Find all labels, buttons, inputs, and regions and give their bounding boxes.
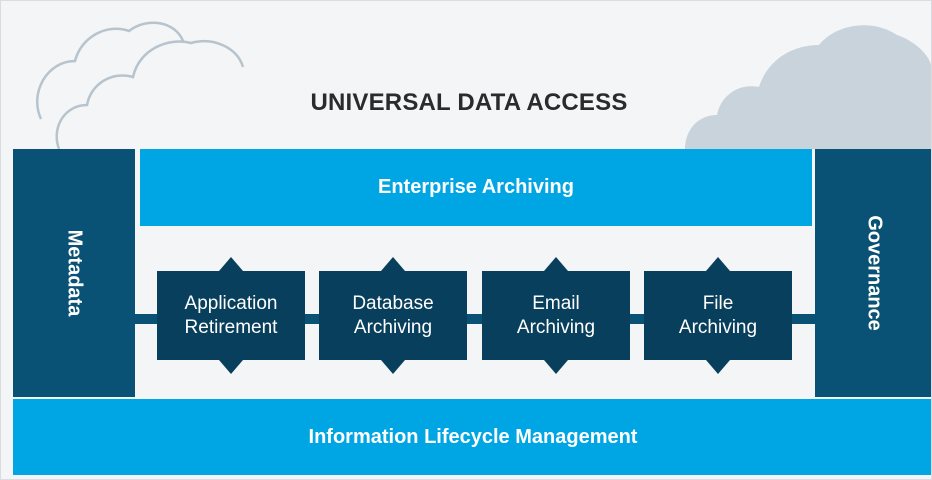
diagram-title: UNIVERSAL DATA ACCESS <box>310 89 628 116</box>
module-email-archiving: Email Archiving <box>482 257 630 374</box>
module-database-archiving: Database Archiving <box>319 257 467 374</box>
metadata-label: Metadata <box>63 229 86 317</box>
outline-cloud-icon <box>55 40 245 150</box>
outline-cloud-icon <box>35 21 185 120</box>
module-label-line2: Archiving <box>353 317 433 338</box>
module-label-line1: Database <box>352 293 434 314</box>
module-label-line2: Archiving <box>516 317 596 338</box>
cloud-decoration <box>35 21 931 150</box>
ilm-band: Information Lifecycle Management <box>13 399 931 475</box>
metadata-bar: Metadata <box>13 149 135 397</box>
filled-cloud-icon <box>685 25 931 150</box>
enterprise-archiving-label: Enterprise Archiving <box>378 176 574 198</box>
connector-line <box>135 314 817 324</box>
governance-bar: Governance <box>815 149 931 397</box>
module-file-archiving: File Archiving <box>644 257 792 374</box>
module-label-line2: Archiving <box>678 317 758 338</box>
module-label-line2: Retirement <box>184 317 278 338</box>
ilm-label: Information Lifecycle Management <box>308 425 638 448</box>
module-label-line1: File <box>702 293 734 314</box>
enterprise-archiving-band: Enterprise Archiving <box>140 149 812 226</box>
governance-label: Governance <box>863 215 886 331</box>
module-label-line1: Email <box>532 293 580 314</box>
module-application-retirement: Application Retirement <box>157 257 305 374</box>
module-label-line1: Application <box>184 293 278 314</box>
